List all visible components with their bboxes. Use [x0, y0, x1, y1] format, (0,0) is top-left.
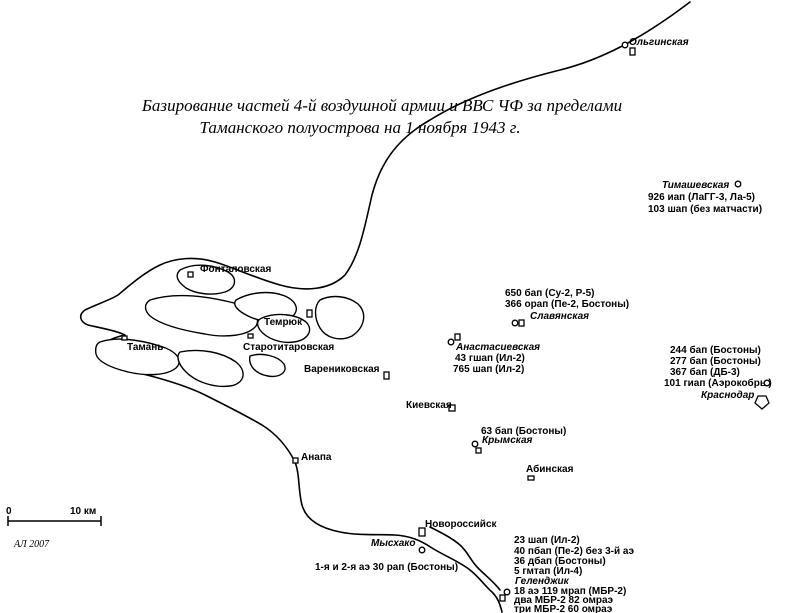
- place-label-varenikovskaya: Варениковская: [304, 364, 380, 375]
- place-label-krymskaya: Крымская: [482, 435, 533, 446]
- settlement-marker-taman: [121, 335, 128, 341]
- unit-label-novorossiysk-4: 5 гмтап (Ил-4): [514, 566, 582, 577]
- settlement-marker-temryuk: [306, 309, 313, 318]
- settlement-marker-olginskaya: [629, 47, 636, 56]
- lake-temryuk-2: [256, 313, 311, 344]
- unit-label-gelendzhik-3: три МБР-2 60 омраэ: [514, 604, 613, 613]
- lake-kiziltash: [94, 338, 180, 376]
- settlement-marker-abinskaya: [527, 475, 535, 481]
- settlement-marker-anastasievskaya: [454, 333, 461, 341]
- place-label-krasnodar: Краснодар: [701, 390, 754, 401]
- coastline: [79, 1, 691, 613]
- lake-kurchansky: [314, 295, 365, 340]
- coastline-bay: [429, 526, 501, 591]
- place-label-timashevskaya: Тимашевская: [662, 180, 729, 191]
- unit-label-gelendzhik-1: 18 аэ 119 мрап (МБР-2): [514, 586, 626, 597]
- place-label-gelendzhik: Геленджик: [515, 576, 570, 587]
- unit-label-krasnodar-3: 367 бап (ДБ-3): [670, 366, 740, 378]
- place-label-kievskaya: Киевская: [406, 400, 452, 411]
- airfield-marker-anastasievskaya: [447, 338, 455, 346]
- unit-label-novorossiysk-2: 40 пбап (Пе-2) без 3-й аэ: [514, 545, 634, 557]
- settlement-marker-anapa: [292, 457, 299, 464]
- settlement-marker-novorossiysk: [418, 527, 426, 537]
- scale-distance-label: 10 км: [70, 506, 96, 517]
- settlement-marker-kievskaya: [448, 404, 456, 412]
- unit-label-krasnodar-4: 101 гиап (Аэрокобры): [664, 377, 772, 389]
- unit-label-slavyanskaya-2: 366 орап (Пе-2, Бостоны): [505, 299, 629, 310]
- map-title-line2: Таманского полуострова на 1 ноября 1943 …: [200, 118, 521, 137]
- lake-akhtanizovsky: [144, 294, 259, 337]
- settlement-marker-krymskaya: [475, 447, 482, 454]
- unit-label-timashevskaya-2: 103 шап (без матчасти): [648, 203, 762, 215]
- place-label-anapa: Анапа: [301, 452, 332, 463]
- airfield-marker-timashevskaya: [734, 180, 742, 188]
- unit-label-timashevskaya-1: 926 иап (ЛаГГ-3, Ла-5): [648, 192, 755, 203]
- lake-small-1: [249, 353, 286, 378]
- scale-zero-label: 0: [6, 506, 12, 517]
- place-label-novorossiysk: Новороссийск: [425, 519, 498, 530]
- place-label-olginskaya: Ольгинская: [629, 37, 689, 48]
- unit-label-anastasievskaya-1: 43 гшап (Ил-2): [455, 353, 525, 364]
- airfield-marker-krymskaya: [471, 440, 479, 448]
- city-marker-krasnodar: [754, 395, 770, 410]
- airfield-marker-slavyanskaya: [511, 319, 519, 327]
- settlement-marker-fontalovskaya: [187, 271, 194, 278]
- place-label-taman: Тамань: [127, 342, 163, 353]
- lake-vityazevsky: [177, 349, 244, 388]
- airfield-marker-olginskaya: [621, 41, 629, 49]
- place-label-temryuk: Темрюк: [264, 317, 303, 328]
- place-label-myskhako: Мысхако: [371, 538, 415, 549]
- place-label-starotitarovskaya: Старотитаровская: [243, 342, 334, 353]
- settlement-marker-starotitarovskaya: [247, 333, 254, 339]
- unit-label-krasnodar-1: 244 бап (Бостоны): [670, 344, 761, 356]
- unit-label-gelendzhik-2: два МБР-2 82 омраэ: [514, 595, 614, 606]
- unit-label-novorossiysk-3: 36 дбап (Бостоны): [514, 555, 606, 567]
- airfield-marker-myskhako: [418, 546, 426, 554]
- place-label-anastasievskaya: Анастасиевская: [455, 342, 540, 353]
- map-title-line1: Базирование частей 4-й воздушной армии и…: [141, 96, 622, 115]
- settlement-marker-varenikovskaya: [383, 371, 390, 380]
- settlement-marker-gelendzhik: [499, 594, 506, 602]
- place-label-fontalovskaya: Фонталовская: [200, 264, 271, 275]
- unit-label-myskhako-1: 1-я и 2-я аэ 30 рап (Бостоны): [315, 562, 458, 573]
- place-label-slavyanskaya: Славянская: [530, 311, 589, 322]
- unit-label-krymskaya-1: 63 бап (Бостоны): [481, 425, 566, 437]
- place-label-abinskaya: Абинская: [526, 463, 574, 475]
- airfield-marker-krasnodar: [763, 379, 771, 387]
- settlement-marker-slavyanskaya: [518, 319, 525, 327]
- unit-label-anastasievskaya-2: 765 шап (Ил-2): [453, 364, 524, 375]
- airfield-marker-gelendzhik: [503, 588, 511, 596]
- unit-label-novorossiysk-1: 23 шап (Ил-2): [514, 535, 580, 546]
- unit-label-krasnodar-2: 277 бап (Бостоны): [670, 355, 761, 367]
- unit-label-slavyanskaya-1: 650 бап (Су-2, Р-5): [505, 287, 594, 299]
- author-signature: АЛ 2007: [13, 539, 50, 550]
